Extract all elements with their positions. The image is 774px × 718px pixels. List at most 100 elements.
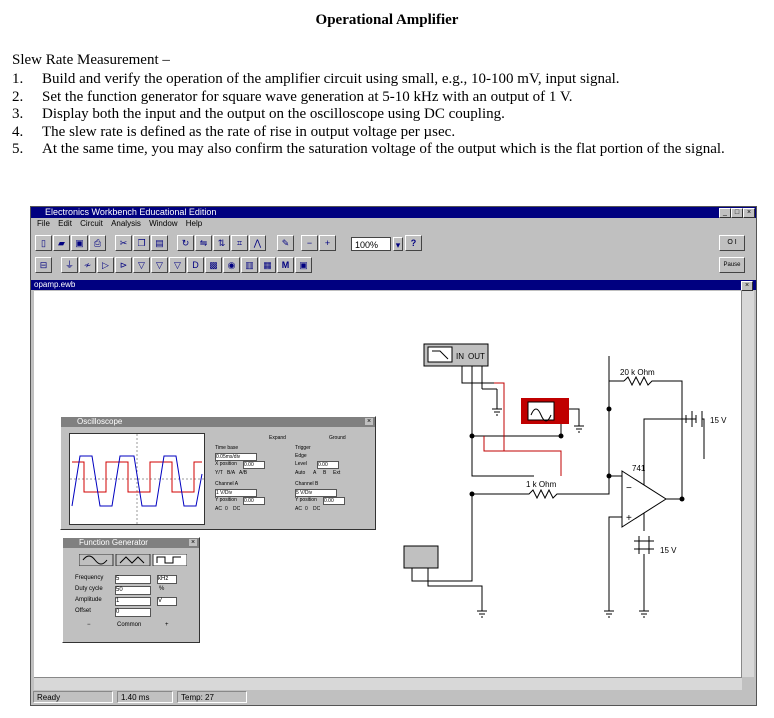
digital-ic-bin-icon[interactable]: ▽ <box>169 257 186 273</box>
step-number: 3. <box>12 106 24 122</box>
coupling-a-zero[interactable]: 0 <box>225 506 228 512</box>
offset-field[interactable]: 0 <box>115 608 151 617</box>
vertical-scrollbar[interactable] <box>741 291 754 677</box>
channel-b-scale[interactable]: 5 V/Div <box>295 489 337 497</box>
menu-edit[interactable]: Edit <box>58 219 72 228</box>
menu-help[interactable]: Help <box>185 219 203 228</box>
close-icon[interactable]: × <box>189 539 197 546</box>
svg-text:−: − <box>626 483 632 494</box>
diodes-bin-icon[interactable]: ▷ <box>97 257 114 273</box>
favorites-bin-icon[interactable]: ⊟ <box>35 257 52 273</box>
menu-analysis[interactable]: Analysis <box>111 219 141 228</box>
oscilloscope-title: Oscilloscope <box>77 417 123 426</box>
xpos-label: X position <box>215 461 237 467</box>
step-item: 1.Build and verify the operation of the … <box>12 71 762 89</box>
maximize-icon[interactable]: □ <box>731 208 743 218</box>
input-resistor-label: 1 k Ohm <box>526 480 557 489</box>
step-item: 5. At the same time, you may also confirm… <box>12 141 762 159</box>
timebase-field[interactable]: 0.05ms/div <box>215 453 257 461</box>
help-icon[interactable]: ? <box>405 235 422 251</box>
instruments-bin-icon[interactable]: M <box>277 257 294 273</box>
trigger-ext-button[interactable]: Ext <box>333 470 341 476</box>
copy-icon[interactable]: ❐ <box>133 235 150 251</box>
ground-label: Ground <box>329 435 346 441</box>
section-heading: Slew Rate Measurement – <box>12 52 170 68</box>
document-close-icon[interactable]: × <box>741 281 753 291</box>
flip-vertical-icon[interactable]: ⇅ <box>213 235 230 251</box>
mode-yt-button[interactable]: Y/T <box>215 470 223 476</box>
coupling-a-dc[interactable]: DC <box>233 506 241 512</box>
step-text: At the same time, you may also confirm t… <box>42 141 725 157</box>
trigger-b-button[interactable]: B <box>323 470 327 476</box>
new-file-icon[interactable]: ▯ <box>35 235 52 251</box>
minus-terminal-label: − <box>87 622 91 628</box>
rotate-icon[interactable]: ↻ <box>177 235 194 251</box>
print-icon[interactable]: ⎙ <box>89 235 106 251</box>
coupling-a-ac[interactable]: AC <box>215 506 222 512</box>
bode-out-label: OUT <box>468 352 485 361</box>
trigger-auto-button[interactable]: Auto <box>295 470 306 476</box>
flip-horizontal-icon[interactable]: ⇋ <box>195 235 212 251</box>
subcircuit-icon[interactable]: ⌗ <box>231 235 248 251</box>
step-number: 2. <box>12 88 24 105</box>
xpos-field[interactable]: 0.00 <box>243 461 265 469</box>
amplitude-field[interactable]: 1 <box>115 597 151 606</box>
frequency-unit-select[interactable]: kHz <box>157 575 177 584</box>
duty-field[interactable]: 50 <box>115 586 151 595</box>
bode-in-label: IN <box>456 352 464 361</box>
expand-button[interactable]: Expand <box>269 435 286 441</box>
zoom-in-icon[interactable]: + <box>319 235 336 251</box>
basic-bin-icon[interactable]: ≁ <box>79 257 96 273</box>
level-field[interactable]: 0.00 <box>317 461 339 469</box>
transistors-bin-icon[interactable]: ⊳ <box>115 257 132 273</box>
coupling-b-zero[interactable]: 0 <box>305 506 308 512</box>
analog-ic-bin-icon[interactable]: ▽ <box>133 257 150 273</box>
mode-ba-button[interactable]: B/A <box>227 470 236 476</box>
indicators-bin-icon[interactable]: ◉ <box>223 257 240 273</box>
cut-icon[interactable]: ✂ <box>115 235 132 251</box>
pause-button[interactable]: Pause <box>719 257 745 273</box>
mode-ab-button[interactable]: A/B <box>239 470 248 476</box>
step-item: 4.The slew rate is defined as the rate o… <box>12 124 762 142</box>
save-icon[interactable]: ▣ <box>71 235 88 251</box>
mixed-ic-bin-icon[interactable]: ▽ <box>151 257 168 273</box>
step-number: 5. <box>12 141 24 157</box>
close-icon[interactable]: × <box>365 418 373 425</box>
sources-bin-icon[interactable]: ⏚ <box>61 257 78 273</box>
circuit-schematic: IN OUT 20 k Ohm 1 k Ohm 741 15 V 15 V − … <box>403 343 727 618</box>
ypos-b-field[interactable]: 0.00 <box>323 497 345 505</box>
coupling-b-ac[interactable]: AC <box>295 506 302 512</box>
component-properties-icon[interactable]: ✎ <box>277 235 294 251</box>
minimize-icon[interactable]: _ <box>719 208 731 218</box>
logic-gates-bin-icon[interactable]: D <box>187 257 204 273</box>
step-text: Set the function generator for square wa… <box>42 88 573 105</box>
miscellaneous-bin-icon[interactable]: ▦ <box>259 257 276 273</box>
frequency-field[interactable]: 5 <box>115 575 151 584</box>
oscilloscope-screen <box>69 433 205 525</box>
power-switch[interactable]: O I <box>719 235 745 251</box>
channel-a-scale[interactable]: 1 V/Div <box>215 489 257 497</box>
zoom-select[interactable]: 100% <box>351 237 391 251</box>
horizontal-scrollbar[interactable] <box>34 677 742 690</box>
ypos-a-field[interactable]: 0.00 <box>243 497 265 505</box>
menu-circuit[interactable]: Circuit <box>80 219 103 228</box>
status-temp: Temp: 27 <box>177 691 247 703</box>
controls-bin-icon[interactable]: ▥ <box>241 257 258 273</box>
graph-icon[interactable]: ⋀ <box>249 235 266 251</box>
menu-file[interactable]: File <box>37 219 50 228</box>
coupling-b-dc[interactable]: DC <box>313 506 321 512</box>
menu-window[interactable]: Window <box>149 219 178 228</box>
chevron-down-icon[interactable]: ▾ <box>393 237 403 251</box>
instrument-panel-icon[interactable]: ▣ <box>295 257 312 273</box>
frequency-label: Frequency <box>75 575 104 581</box>
amplitude-unit-select[interactable]: V <box>157 597 177 606</box>
trigger-a-button[interactable]: A <box>313 470 317 476</box>
digital-bin-icon[interactable]: ▩ <box>205 257 222 273</box>
paste-icon[interactable]: ▤ <box>151 235 168 251</box>
zoom-out-icon[interactable]: − <box>301 235 318 251</box>
duty-label: Duty cycle <box>75 586 103 592</box>
document-title: Operational Amplifier <box>315 12 459 28</box>
close-icon[interactable]: × <box>743 208 755 218</box>
trigger-label: Trigger <box>295 445 311 451</box>
open-file-icon[interactable]: ▰ <box>53 235 70 251</box>
